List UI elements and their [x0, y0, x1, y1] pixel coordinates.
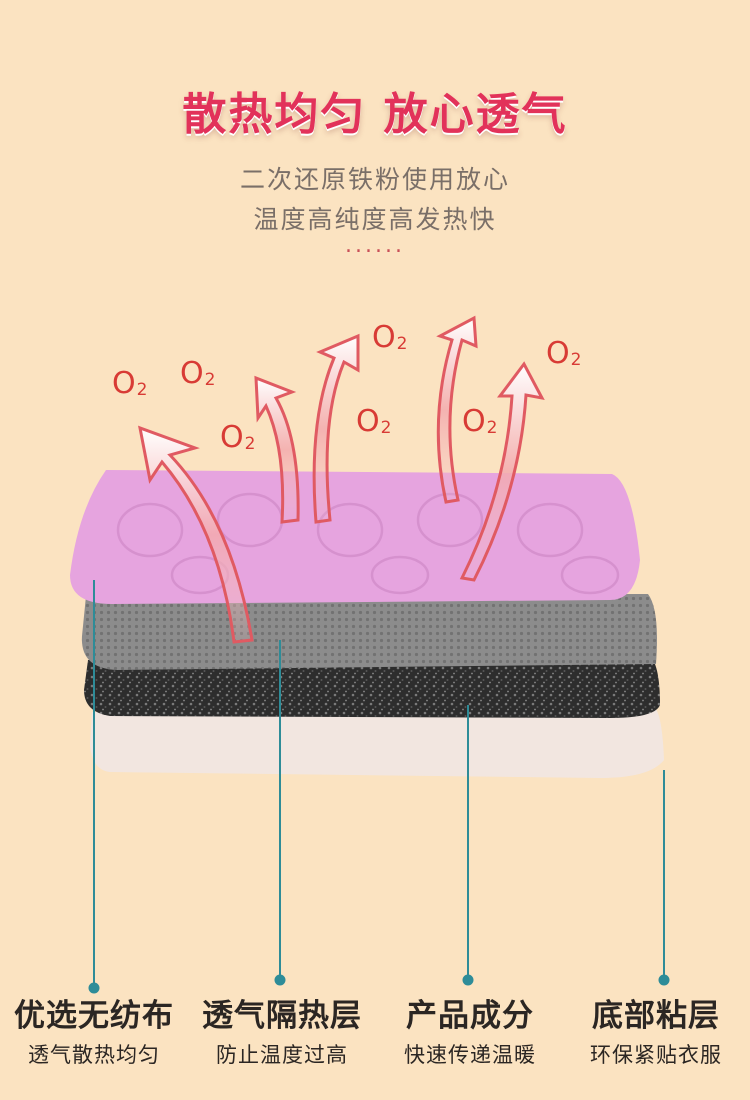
layer-core [84, 654, 660, 718]
oxygen-label-5: O2 [356, 404, 392, 439]
headline-title: 散热均匀 放心透气 [182, 89, 568, 140]
layer-desc: 环保紧贴衣服 [590, 1043, 722, 1067]
decorative-dots: ...... [345, 233, 405, 258]
heat-arrows [138, 315, 545, 644]
layer-desc: 防止温度过高 [216, 1043, 348, 1067]
subtitle-line-2: 温度高纯度高发热快 [253, 205, 497, 234]
layer-label-insulation: 透气隔热层 防止温度过高 [188, 990, 376, 1069]
layer-title: 透气隔热层 [202, 998, 362, 1034]
oxygen-label-4: O2 [372, 320, 408, 355]
subtitle-line-1: 二次还原铁粉使用放心 [239, 165, 510, 194]
layer-title: 优选无纺布 [14, 998, 174, 1034]
oxygen-label-6: O2 [462, 404, 498, 439]
layer-adhesive [90, 706, 664, 778]
oxygen-label-2: O2 [180, 356, 216, 391]
layer-title: 产品成分 [406, 998, 534, 1034]
layer-label-ingredients: 产品成分 快速传递温暖 [376, 990, 564, 1069]
layer-label-nonwoven: 优选无纺布 透气散热均匀 [0, 990, 188, 1069]
oxygen-label-1: O2 [112, 366, 148, 401]
layer-nonwoven [70, 470, 640, 604]
layer-title: 底部粘层 [592, 998, 720, 1034]
layer-label-adhesive: 底部粘层 环保紧贴衣服 [562, 990, 750, 1069]
layer-desc: 快速传递温暖 [404, 1043, 536, 1067]
oxygen-label-3: O2 [220, 420, 256, 455]
layer-desc: 透气散热均匀 [28, 1043, 160, 1067]
oxygen-label-7: O2 [546, 336, 582, 371]
